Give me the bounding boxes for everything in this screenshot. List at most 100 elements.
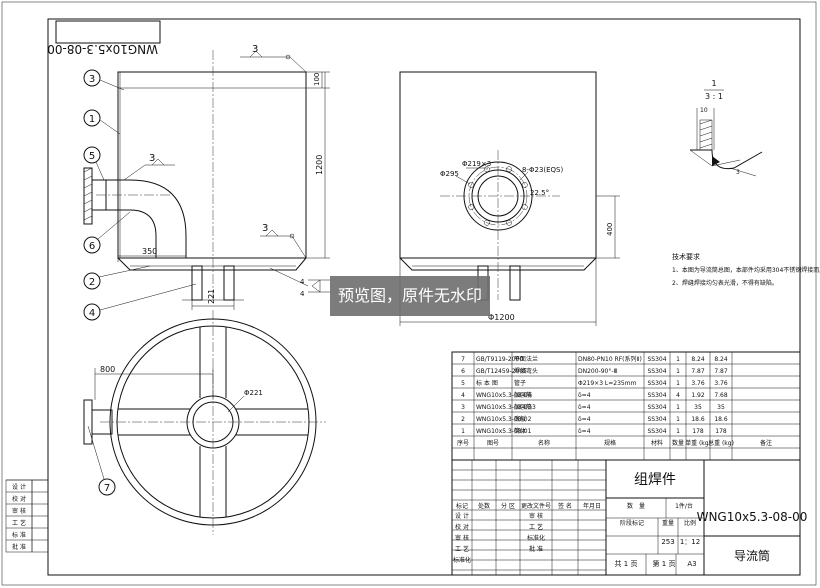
role-label-right: 标准化 bbox=[527, 534, 545, 542]
detail-label: 1 bbox=[711, 79, 716, 88]
bom-cell: SS304 bbox=[647, 428, 666, 435]
bom-cell: 1 bbox=[676, 368, 680, 375]
dim-400: 400 bbox=[606, 223, 614, 236]
bom-cell: WNG10x5.3-08-03 bbox=[476, 404, 532, 411]
svg-text:4: 4 bbox=[89, 308, 95, 319]
dim-800: 800 bbox=[100, 365, 115, 374]
rev-header: 年月日 bbox=[583, 502, 601, 510]
svg-text:7: 7 bbox=[104, 483, 110, 494]
bom-cell: δ=4 bbox=[578, 428, 591, 435]
bom-cell: 4 bbox=[676, 392, 680, 399]
bom-cell: 1 bbox=[676, 404, 680, 411]
side-table-label: 设 计 bbox=[12, 483, 26, 491]
sheet-total: 共 1 页 bbox=[615, 559, 638, 568]
part-name: 导流筒 bbox=[734, 548, 770, 563]
scale-value: 1：12 bbox=[680, 538, 700, 546]
bom-cell: 8.24 bbox=[691, 356, 705, 363]
elbow-inner bbox=[106, 209, 157, 258]
bom-cell: 8.24 bbox=[714, 356, 728, 363]
bom-cell: DN80-PN10 RF(系列Ⅱ) bbox=[578, 355, 642, 363]
svg-text:6: 6 bbox=[89, 241, 95, 252]
bolt-hole bbox=[468, 204, 475, 210]
bom-cell: WNG10x5.3-08-02 bbox=[476, 416, 532, 423]
paper-size: A3 bbox=[687, 560, 696, 568]
bom-cell: GB/T12459-2005 bbox=[476, 368, 527, 375]
dim-d1200: Φ1200 bbox=[488, 313, 515, 322]
weld-mark-elbow: 3 bbox=[149, 153, 155, 164]
role-label-right: 批 准 bbox=[529, 545, 543, 553]
side-table-label: 标 准 bbox=[12, 531, 26, 539]
drawing-name: 组焊件 bbox=[634, 472, 676, 488]
dim-d295: Φ295 bbox=[440, 170, 459, 178]
support-leg-right bbox=[223, 265, 235, 301]
bom-header: 数量 bbox=[672, 439, 684, 447]
weld-mark-leg-bottom: 4 bbox=[300, 290, 305, 298]
bom-cell: δ=4 bbox=[578, 404, 591, 411]
bom-cell: WNG10x5.3-08-01 bbox=[476, 428, 532, 435]
bom-cell: 1 bbox=[676, 380, 680, 387]
top-view: 800 Φ221 bbox=[83, 310, 326, 535]
bolt-hole bbox=[506, 219, 512, 226]
role-label: 标准化 bbox=[453, 556, 471, 564]
balloon-3: 3 bbox=[83, 69, 125, 91]
bom-cell: 1 bbox=[461, 428, 465, 435]
bom-cell: SS304 bbox=[647, 392, 666, 399]
role-label-right: 审 核 bbox=[529, 512, 543, 520]
dim-100: 100 bbox=[313, 73, 321, 86]
scale-label: 比例 bbox=[684, 519, 696, 527]
rev-header: 签 名 bbox=[558, 502, 572, 510]
bolt-hole bbox=[468, 182, 475, 188]
bom-cell: 7 bbox=[461, 356, 465, 363]
bom-header: 总重 (kg) bbox=[708, 439, 734, 447]
bom-cell: 1 bbox=[676, 416, 680, 423]
technical-notes: 技术要求 1、本图为导流筒总图，本部件均采用304不锈钢焊接而成。 2、焊缝焊接… bbox=[672, 252, 820, 287]
qty-unit: 1件/台 bbox=[675, 502, 693, 510]
inner-frame bbox=[47, 18, 801, 576]
detail-scale: 3 : 1 bbox=[705, 92, 723, 101]
rev-header: 分 区 bbox=[501, 502, 515, 510]
bom-cell: 平面法兰 bbox=[514, 355, 538, 363]
front-view: 100 1200 350 221 3 3 3 4 4 bbox=[83, 44, 330, 310]
bom-cell: 18.6 bbox=[691, 416, 705, 423]
bom-cell: 1 bbox=[676, 428, 680, 435]
detail-view: 1 3 : 1 10 3 bbox=[689, 79, 763, 177]
balloon-5: 5 bbox=[83, 146, 105, 181]
bom-cell: δ=4 bbox=[578, 416, 591, 423]
role-label: 校 对 bbox=[455, 523, 469, 531]
dim-angle: 22.5° bbox=[530, 189, 549, 197]
bom-cell: 7.87 bbox=[691, 368, 705, 375]
bom-cell: 7.87 bbox=[714, 368, 728, 375]
rev-header: 更改文件号 bbox=[521, 502, 551, 510]
bom-header: 单重 (kg) bbox=[685, 439, 711, 447]
watermark-banner: 预览图，原件无水印 bbox=[330, 276, 490, 316]
note-line-1: 1、本图为导流筒总图，本部件均采用304不锈钢焊接而成。 bbox=[672, 266, 820, 274]
bom-cell: 3.76 bbox=[691, 380, 705, 387]
support-leg-left bbox=[191, 265, 203, 301]
stage-label: 阶段标记 bbox=[620, 519, 644, 527]
svg-text:1: 1 bbox=[89, 114, 95, 125]
bom-cell: 7.68 bbox=[714, 392, 728, 399]
bom-cell: 35 bbox=[694, 404, 702, 411]
drawing-code: WNG10x5.3-08-00 bbox=[697, 510, 808, 524]
bom-cell: SS304 bbox=[647, 356, 666, 363]
weld-mark-leg-top: 4 bbox=[300, 278, 305, 286]
flange-outer bbox=[463, 161, 533, 231]
top-flange bbox=[83, 399, 93, 445]
mirrored-code-text: WNG10x5.3-08-00 bbox=[47, 42, 158, 56]
side-table-label: 校 对 bbox=[12, 495, 26, 503]
bom-cell: Φ219×3 L=235mm bbox=[578, 380, 637, 387]
bom-cell: 18.6 bbox=[714, 416, 728, 423]
bom-cell: 178 bbox=[692, 428, 704, 435]
dim-221-front: 221 bbox=[207, 289, 216, 304]
bom-cell: 底板 bbox=[514, 415, 526, 423]
bom-cell: 178 bbox=[715, 428, 727, 435]
bom-cell: 6 bbox=[461, 368, 465, 375]
detail-weld: 3 bbox=[736, 169, 740, 176]
bom-cell: 3.76 bbox=[714, 380, 728, 387]
bom-cell: 管子 bbox=[514, 379, 526, 387]
dim-holes: 8-Φ23(EQS) bbox=[522, 166, 564, 174]
side-table-label: 工 艺 bbox=[12, 519, 26, 527]
bom-cell: DN200-90°-Ⅲ bbox=[578, 368, 618, 375]
bom-header: 备注 bbox=[760, 439, 772, 447]
